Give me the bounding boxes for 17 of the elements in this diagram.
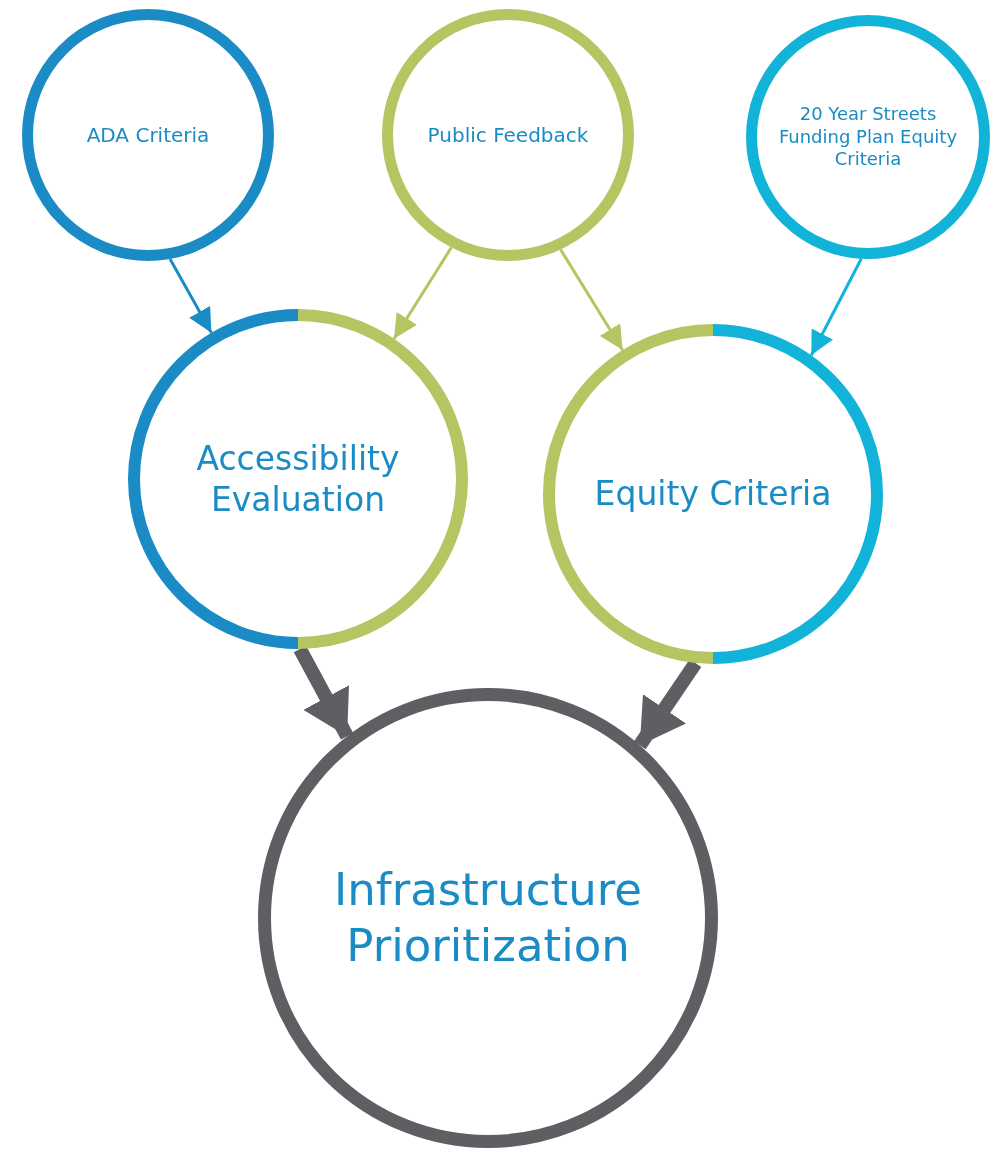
arrow — [634, 659, 702, 750]
circle-node — [22, 9, 274, 261]
arrow — [392, 246, 453, 340]
circle-node — [258, 688, 718, 1148]
arrow — [559, 248, 624, 351]
node-label: Equity Criteria — [594, 473, 832, 515]
node-label: Accessibility Evaluation — [195, 437, 401, 521]
circle-node — [382, 9, 634, 261]
node-label: Public Feedback — [427, 122, 589, 148]
arrow — [809, 258, 863, 356]
circle-node — [128, 309, 468, 649]
node-label: ADA Criteria — [86, 122, 210, 148]
node-label: Infrastructure Prioritization — [333, 861, 643, 974]
circle-node — [543, 324, 883, 664]
circle-node — [746, 15, 990, 259]
node-label: 20 Year Streets Funding Plan Equity Criteria — [777, 103, 959, 171]
arrow — [168, 258, 213, 334]
